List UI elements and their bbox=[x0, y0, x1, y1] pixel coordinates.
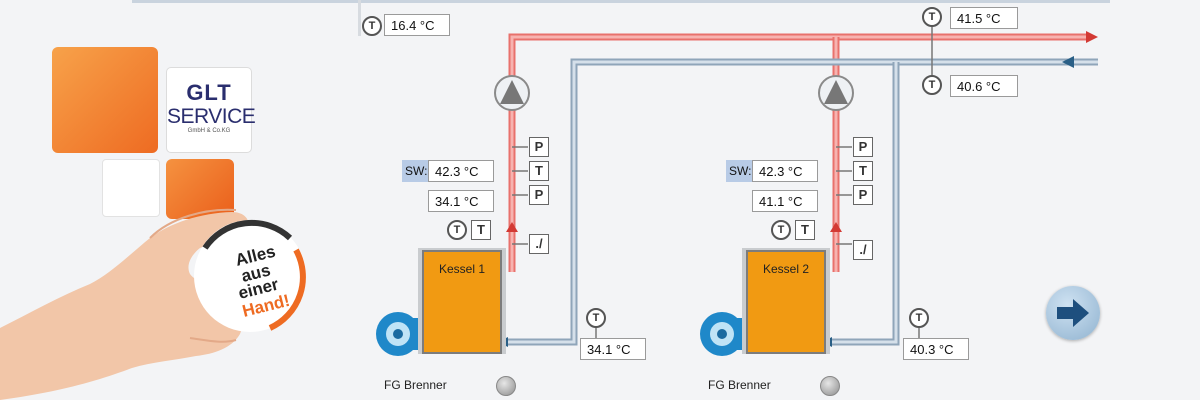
kessel-1-half-button[interactable]: ./ bbox=[529, 234, 549, 254]
badge-ring-dark bbox=[202, 219, 293, 250]
kessel-2-half-button[interactable]: ./ bbox=[853, 240, 873, 260]
kessel-2-setpoint[interactable]: 42.3 °C bbox=[752, 160, 818, 182]
burner-fan-icon bbox=[700, 312, 748, 356]
hand-shape bbox=[0, 212, 249, 400]
kessel-2-boiler[interactable]: Kessel 2 bbox=[746, 250, 826, 354]
return-flow-arrow bbox=[1062, 56, 1074, 68]
kessel-2-return-sensor-icon: T bbox=[909, 308, 929, 328]
kessel-1-label: Kessel 1 bbox=[438, 262, 486, 276]
supply-header-temp: 41.5 °C bbox=[950, 7, 1018, 29]
supply-arrow-kessel-1 bbox=[506, 222, 518, 232]
status-lamp-icon bbox=[820, 376, 840, 396]
logo-tile-white bbox=[102, 159, 160, 217]
kessel-2-pump-t-button[interactable]: T bbox=[853, 161, 873, 181]
kessel-1-pump-p2-button[interactable]: P bbox=[529, 185, 549, 205]
supply-header-sensor-icon: T bbox=[922, 7, 942, 27]
pump-icon[interactable] bbox=[494, 75, 530, 111]
kessel-2-burner-label: FG Brenner bbox=[708, 378, 771, 392]
kessel-1-sensor-button-2[interactable]: T bbox=[471, 220, 491, 240]
glt-service-logo: GLT SERVICE GmbH & Co.KG bbox=[166, 67, 256, 153]
logo-tile-orange-large bbox=[52, 47, 158, 153]
logo-line-3: GmbH & Co.KG bbox=[187, 128, 231, 134]
pump-icon[interactable] bbox=[818, 75, 854, 111]
supply-flow-arrow bbox=[1086, 31, 1098, 43]
kessel-1-sensor-icon-1: T bbox=[447, 220, 467, 240]
kessel-2-pump-p-button[interactable]: P bbox=[853, 137, 873, 157]
kessel-1-boiler[interactable]: Kessel 1 bbox=[422, 250, 502, 354]
kessel-1-return-sensor-icon: T bbox=[586, 308, 606, 328]
badge-ring-orange bbox=[268, 248, 306, 331]
kessel-2-actual-temp: 41.1 °C bbox=[752, 190, 818, 212]
return-header-temp: 40.6 °C bbox=[950, 75, 1018, 97]
kessel-1-pump-t-button[interactable]: T bbox=[529, 161, 549, 181]
logo-line-1: GLT bbox=[186, 80, 232, 105]
kessel-1-return-temp: 34.1 °C bbox=[580, 338, 646, 360]
vertical-divider bbox=[358, 0, 361, 36]
kessel-2-sensor-icon-1: T bbox=[771, 220, 791, 240]
badge-circle bbox=[194, 220, 306, 332]
supply-arrow-kessel-2 bbox=[830, 222, 842, 232]
top-divider bbox=[132, 0, 1110, 3]
status-lamp-icon bbox=[496, 376, 516, 396]
next-page-button[interactable] bbox=[1046, 286, 1100, 340]
kessel-2-label: Kessel 2 bbox=[762, 262, 810, 276]
kessel-2-return-temp: 40.3 °C bbox=[903, 338, 969, 360]
kessel-1-pump-p-button[interactable]: P bbox=[529, 137, 549, 157]
hand-with-badge-illustration: Alles aus einer Hand! bbox=[0, 208, 306, 400]
burner-fan-icon bbox=[376, 312, 424, 356]
outside-temp-sensor-icon: T bbox=[362, 16, 382, 36]
kessel-2-pump-p2-button[interactable]: P bbox=[853, 185, 873, 205]
return-header-sensor-icon: T bbox=[922, 75, 942, 95]
kessel-1-setpoint[interactable]: 42.3 °C bbox=[428, 160, 494, 182]
kessel-1-burner-label: FG Brenner bbox=[384, 378, 447, 392]
kessel-1-sw-label: SW: bbox=[402, 160, 431, 182]
kessel-2-sensor-button-2[interactable]: T bbox=[795, 220, 815, 240]
kessel-2-sw-label: SW: bbox=[726, 160, 755, 182]
logo-line-2: SERVICE bbox=[167, 105, 256, 128]
outside-temp-value: 16.4 °C bbox=[384, 14, 450, 36]
kessel-1-actual-temp: 34.1 °C bbox=[428, 190, 494, 212]
arrow-right-icon bbox=[1057, 299, 1089, 327]
